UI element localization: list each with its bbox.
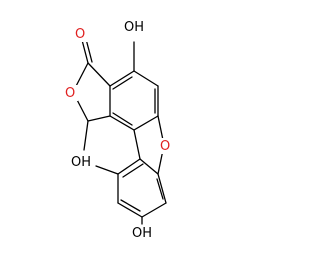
bond [141, 202, 167, 218]
lactone-oxygen-label: O [65, 86, 75, 101]
bond [95, 165, 119, 175]
bond [139, 158, 159, 175]
bond [122, 163, 144, 178]
bond [120, 199, 141, 212]
bond [133, 115, 159, 131]
bond [117, 158, 141, 175]
bond [112, 76, 133, 90]
furan-oxygen-label: O [160, 139, 170, 154]
label-bg [74, 26, 88, 42]
bond [87, 115, 111, 122]
bond [133, 70, 159, 87]
label-bg [158, 138, 172, 154]
carbonyl-oxygen-label: O [75, 27, 85, 42]
bond [157, 173, 167, 204]
bond [83, 120, 89, 151]
structure-canvas: O O O OH OH OH [64, 20, 172, 241]
bond [81, 39, 89, 64]
bonds [72, 38, 167, 225]
bond [85, 38, 93, 63]
bond [109, 70, 135, 87]
molecule-diagram: O O O OH OH OH [64, 20, 172, 241]
bond [87, 62, 111, 87]
hydroxyl-top-label: OH [124, 20, 144, 35]
hydroxyl-left-label: OH [71, 155, 91, 170]
bond [109, 115, 135, 131]
label-bg [64, 85, 78, 101]
bond [133, 129, 141, 160]
bond [117, 202, 143, 218]
bond [112, 112, 133, 126]
hydroxyl-bottom-label: OH [132, 226, 152, 241]
bond [156, 178, 164, 200]
